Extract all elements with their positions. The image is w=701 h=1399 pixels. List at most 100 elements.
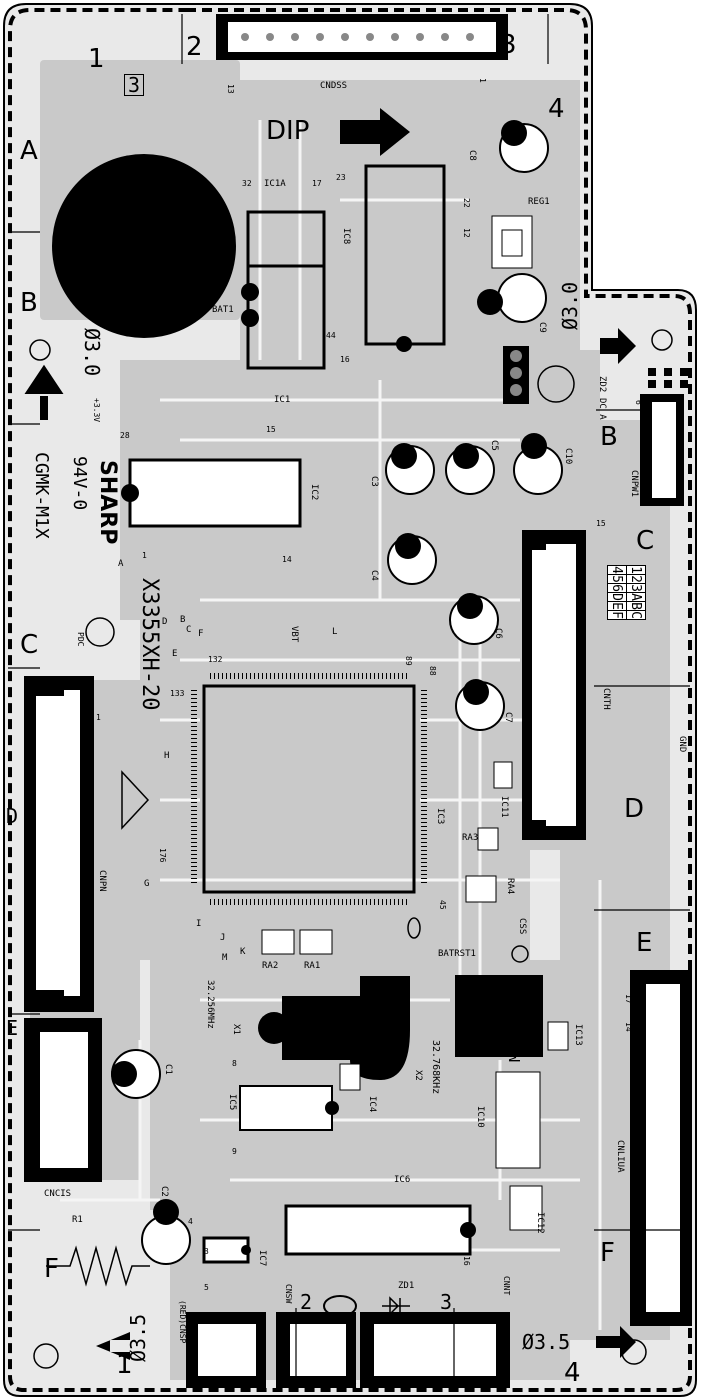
testpoint-m: M [222, 953, 228, 963]
pin-45: 45 [438, 900, 447, 910]
testpoint-b: B [180, 615, 186, 625]
legend-cell: C [626, 610, 646, 620]
ref-c3: C3 [369, 476, 379, 487]
pin-1-cnsw: 1 [284, 1381, 289, 1390]
ref-c6: C6 [493, 628, 503, 639]
zone-c-label-left: C [20, 630, 39, 660]
legend-row: 1 2 3 A B C [626, 565, 646, 620]
legend-cell: 6 [607, 583, 627, 593]
zone-1-label-top: 1 [88, 44, 105, 74]
ref-3v3: +3.3V [92, 398, 101, 423]
brand-sharp: SHARP [95, 460, 120, 545]
hole-dia-right-top: Ø3.0 [558, 281, 582, 330]
testpoint-g: G [144, 879, 150, 889]
zone-e-label-left: E [6, 1016, 19, 1040]
pin-32: 32 [242, 179, 252, 188]
testpoint-f: F [198, 629, 204, 639]
zone-2-label-top: 2 [186, 32, 203, 62]
pin-28: 28 [120, 431, 130, 440]
ref-cnnt: CNNT [502, 1276, 511, 1296]
pin-3-ic7: 3 [204, 1247, 209, 1256]
pin-133: 133 [170, 689, 185, 698]
dip-arrow [340, 108, 410, 156]
zone-legend-grid: 1 2 3 A B C 4 5 6 D E F [607, 565, 646, 620]
zone-d-label-left: D [6, 804, 19, 828]
ref-ic1: IC1 [274, 395, 291, 405]
testpoint-a: A [118, 559, 124, 569]
ref-c9: C9 [537, 322, 547, 333]
ref-ic8: IC8 [341, 228, 351, 245]
legend-cell: A [626, 592, 646, 602]
ref-ic12: IC12 [535, 1212, 545, 1234]
ref-ra3: RA3 [462, 833, 479, 843]
ic6 [284, 1204, 472, 1256]
zone-4-label-bottom: 4 [564, 1358, 581, 1388]
pin-5-ic7: 5 [204, 1283, 209, 1292]
ref-css: CSS [517, 918, 527, 935]
pin-1-ic2: 1 [142, 551, 147, 560]
pin-1-cnpn: 1 [96, 713, 101, 722]
zone-f-label-left: F [44, 1254, 59, 1284]
ic2 [128, 458, 302, 528]
ref-c4: C4 [369, 570, 379, 581]
ref-r1: R1 [72, 1215, 83, 1225]
ref-c10: C10 [563, 448, 573, 465]
ic10 [495, 1071, 541, 1169]
pin-9-ic5: 9 [232, 1147, 237, 1156]
zone-e-label-right: E [636, 928, 653, 958]
ref-x1-freq: 32.256MHz [205, 980, 215, 1029]
testpoint-h: H [164, 751, 170, 761]
traces [60, 120, 602, 1330]
ref-batrst1: BATRST1 [438, 949, 476, 959]
pin-6-cnpw1: 6 [634, 400, 643, 405]
zone-3-label-top: 3 [500, 30, 517, 60]
pin-17: 17 [312, 179, 322, 188]
ref-c1: C1 [163, 1064, 173, 1075]
ref-cnth: CNTH [601, 688, 611, 710]
ref-zd1: ZD1 [398, 1281, 415, 1291]
zone-d-label-right: D [624, 794, 645, 824]
zone-b-label-right: B [600, 422, 618, 452]
legend-cell: D [607, 592, 627, 602]
zone-3-box-label: 3 [124, 74, 145, 96]
ref-ic11: IC11 [499, 796, 509, 818]
ref-cnsp: (RED)CNSP [178, 1300, 187, 1344]
pin-14-cnliua: 14 [624, 1022, 633, 1032]
pin-15-cnth: 15 [596, 519, 606, 528]
pin-44: 44 [326, 331, 336, 340]
zone-2-label-bottom: 2 [300, 1290, 313, 1314]
testpoint-d: D [162, 617, 168, 627]
zone-b-label: B [20, 288, 38, 318]
testpoint-j: J [220, 933, 226, 943]
pin-7-cncis: 7 [96, 1157, 101, 1166]
ref-zd2: ZD2 [597, 376, 607, 393]
testpoint-i: I [196, 919, 202, 929]
pin-17-cnliua: 17 [624, 994, 633, 1004]
legend-cell: 4 [607, 565, 627, 575]
ref-x1: X1 [231, 1024, 241, 1035]
ref-ic5: IC5 [227, 1094, 237, 1111]
dip-label: DIP [266, 116, 310, 146]
legend-cell: 1 [626, 565, 646, 575]
part-number: X3355XH-20 [137, 578, 162, 711]
zone-3-label-bottom: 3 [440, 1290, 453, 1314]
pin-8-ic5: 8 [232, 1059, 237, 1068]
ref-ic1a: IC1A [264, 179, 286, 189]
ref-gnd: GND [677, 736, 687, 753]
ref-c2: C2 [159, 1186, 169, 1197]
board-code: CGMK-M1X [31, 452, 52, 539]
pin-89: 89 [404, 656, 413, 666]
pin-16: 16 [340, 355, 350, 364]
legend-cell: 2 [626, 574, 646, 584]
ref-c5: C5 [489, 440, 499, 451]
ref-ic7: IC7 [257, 1250, 267, 1267]
model-label: MODEL [506, 1016, 524, 1062]
legend-cell: 5 [607, 574, 627, 584]
ref-ra1: RA1 [304, 961, 321, 971]
zone-4-label-top: 4 [548, 94, 565, 124]
zone-1-label-bottom: 1 [116, 1350, 133, 1380]
ref-ic4: IC4 [367, 1096, 377, 1113]
testpoint-c: C [186, 625, 192, 635]
ref-x2-freq: 32.768KHz [430, 1040, 441, 1095]
